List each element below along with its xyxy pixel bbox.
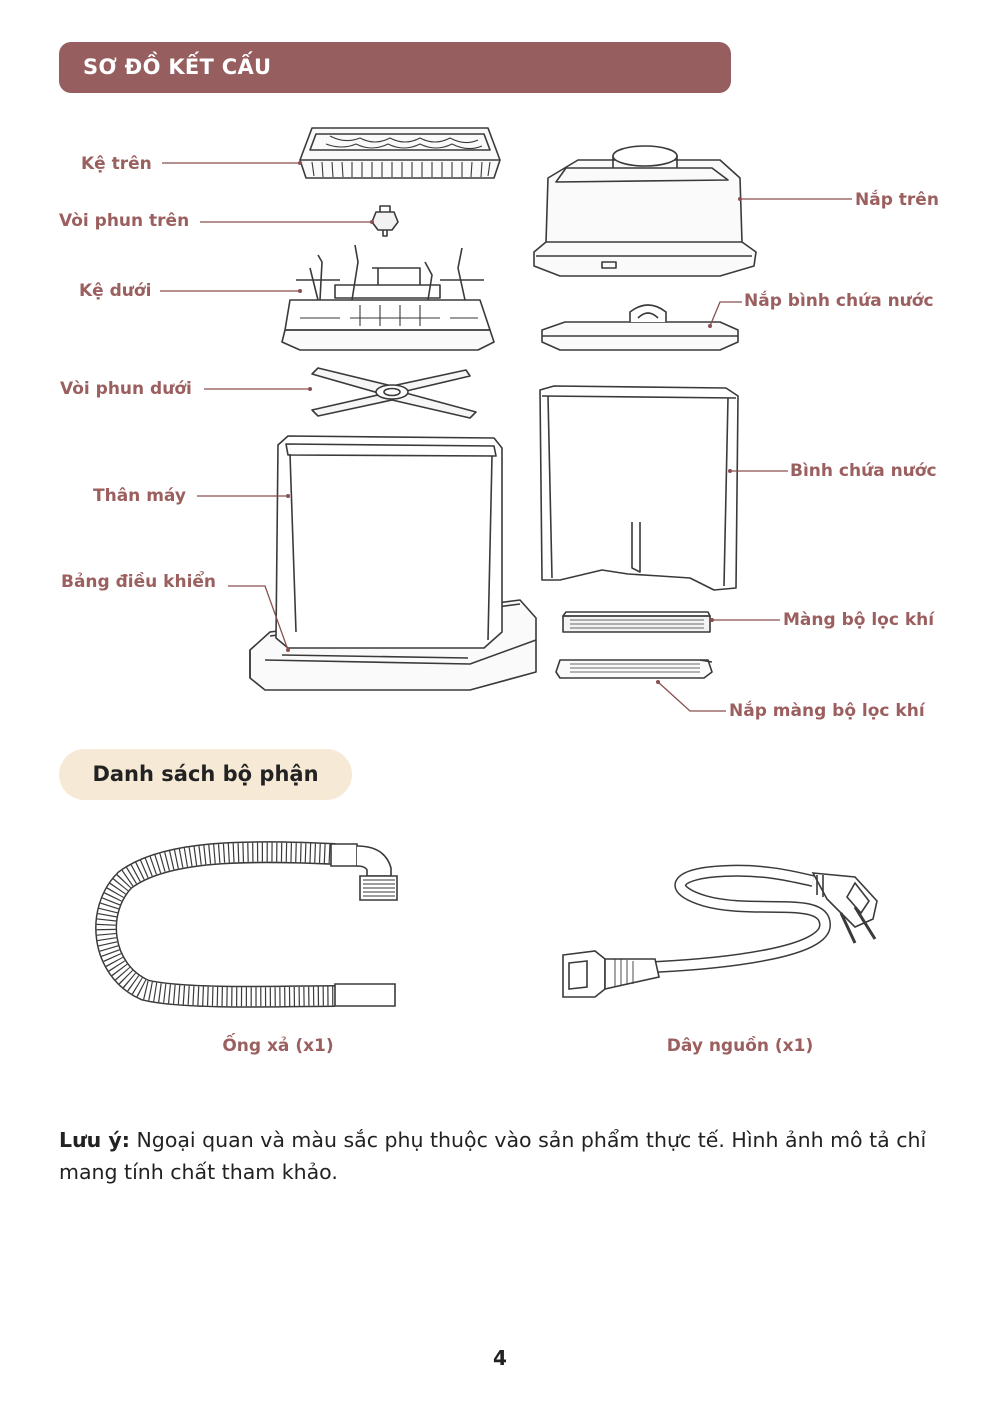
main-body-drawing [249, 435, 537, 691]
callout-upper-rack: Kệ trên [81, 154, 152, 174]
structure-diagram: Kệ trên Vòi phun trên Kệ dưới Vòi phun d… [0, 100, 1000, 740]
upper-rack-drawing [299, 127, 501, 179]
exploded-view-illustration [160, 127, 852, 712]
air-filter-membrane-drawing [562, 611, 711, 633]
callout-control-panel: Bảng điều khiển [61, 572, 217, 592]
note-paragraph: Lưu ý: Ngoại quan và màu sắc phụ thuộc v… [59, 1124, 949, 1188]
leader-lines [160, 162, 852, 712]
callout-main-body: Thân máy [93, 486, 186, 506]
callout-water-tank-lid: Nắp bình chứa nước [744, 291, 934, 311]
lower-spray-arm-drawing [311, 367, 477, 419]
callout-air-filter-cover: Nắp màng bộ lọc khí [729, 701, 925, 721]
top-lid-drawing [533, 145, 757, 277]
water-tank-lid-drawing [541, 304, 739, 351]
water-tank-drawing [539, 385, 739, 591]
leader-dots [286, 161, 742, 684]
lower-rack-drawing [281, 244, 495, 351]
section-title: SƠ ĐỒ KẾT CẤU [83, 55, 272, 79]
drain-hose-caption: Ống xả (x1) [222, 1036, 334, 1056]
note-label: Lưu ý: [59, 1128, 130, 1152]
parts-list-heading: Danh sách bộ phận [59, 749, 352, 800]
drain-hose-icon [95, 841, 398, 1008]
callout-lower-spray-arm: Vòi phun dưới [60, 379, 192, 399]
callout-lower-rack: Kệ dưới [79, 281, 152, 301]
upper-spray-nozzle-drawing [371, 205, 399, 237]
callout-top-lid: Nắp trên [855, 190, 939, 210]
callout-air-filter-membrane: Màng bộ lọc khí [783, 610, 935, 630]
parts-list-title: Danh sách bộ phận [92, 762, 319, 786]
air-filter-cover-drawing [555, 659, 713, 679]
page-number: 4 [493, 1346, 507, 1370]
callout-upper-spray-nozzle: Vòi phun trên [59, 211, 190, 231]
note-text: Ngoại quan và màu sắc phụ thuộc vào sản … [59, 1128, 927, 1184]
callout-water-tank: Bình chứa nước [790, 461, 937, 481]
power-cord-icon [562, 864, 878, 998]
power-cord-caption: Dây nguồn (x1) [666, 1036, 814, 1056]
section-title-banner: SƠ ĐỒ KẾT CẤU [59, 42, 731, 93]
